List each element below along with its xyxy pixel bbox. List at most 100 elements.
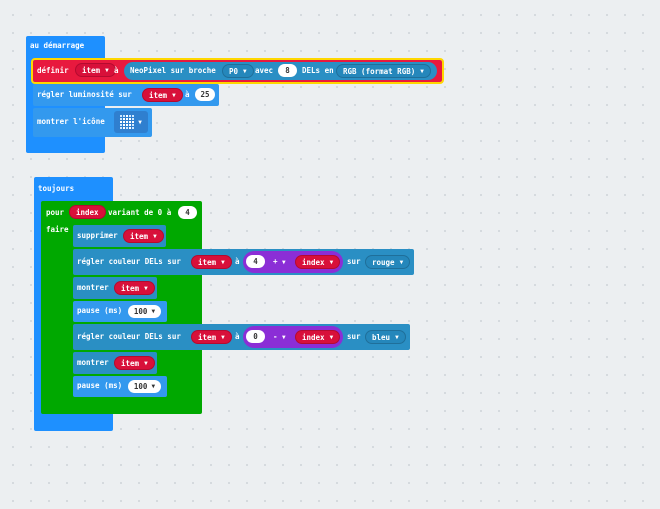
caret-down-icon: ▼ (144, 359, 148, 367)
brightness-value-input[interactable]: 25 (195, 88, 215, 101)
color-label-red: rouge (372, 257, 395, 267)
sub-left-value: 0 (253, 332, 258, 341)
sub-operator-dropdown[interactable]: - ▼ (273, 332, 286, 343)
caret-down-icon: ▼ (329, 333, 334, 341)
add-right-var-label: index (302, 257, 325, 267)
show-block-1[interactable]: montrer item ▼ (73, 277, 157, 299)
neopixel-create-block[interactable]: NeoPixel sur broche P0 ▼ avec 8 DELs en … (124, 62, 437, 80)
math-subtract-block[interactable]: 0 - ▼ index ▼ (243, 326, 343, 348)
caret-down-icon: ▼ (105, 66, 109, 74)
caret-down-icon: ▼ (243, 67, 247, 75)
leds-in-label: DELs en (302, 66, 334, 75)
caret-down-icon: ▼ (399, 258, 404, 266)
pause-block-1[interactable]: pause (ms) 100 ▼ (73, 301, 167, 322)
show-icon-block[interactable]: montrer l'icône ▼ (33, 108, 152, 137)
show-var-dropdown-1[interactable]: item ▼ (114, 281, 155, 295)
caret-down-icon: ▼ (172, 91, 176, 99)
show-var-label-1: item (121, 283, 140, 293)
show-label-2: montrer (77, 358, 109, 367)
for-var-dropdown[interactable]: index (69, 205, 106, 219)
set-color-var-label-2: item (198, 332, 217, 342)
icon-picker-dropdown[interactable]: ▼ (114, 111, 148, 133)
add-right-var-dropdown[interactable]: index ▼ (295, 255, 341, 269)
pause-label-2: pause (ms) (77, 381, 123, 390)
color-dropdown-blue[interactable]: bleu ▼ (365, 330, 406, 344)
neopixel-create-label: NeoPixel sur broche (130, 66, 216, 75)
define-var-label: item (82, 65, 101, 75)
sub-right-var-label: index (302, 332, 325, 342)
brightness-var-dropdown[interactable]: item ▼ (142, 88, 183, 102)
pause-block-2[interactable]: pause (ms) 100 ▼ (73, 376, 167, 397)
math-add-block[interactable]: 4 + ▼ index ▼ (243, 251, 343, 273)
led-count-input[interactable]: 8 (278, 64, 297, 77)
for-limit-input[interactable]: 4 (178, 206, 197, 219)
do-label: faire (46, 225, 69, 234)
clear-label: supprimer (77, 231, 118, 240)
set-color-label-2: régler couleur DELs sur (77, 332, 181, 341)
with-label: avec (255, 66, 274, 75)
for-var-label: index (76, 207, 99, 217)
caret-down-icon: ▼ (221, 333, 225, 341)
set-color-var-dropdown-1[interactable]: item ▼ (191, 255, 232, 269)
add-left-input[interactable]: 4 (246, 255, 265, 268)
define-neopixel-block[interactable]: définir item ▼ à NeoPixel sur broche P0 … (31, 58, 444, 84)
clear-block[interactable]: supprimer item ▼ (73, 225, 166, 247)
set-color-on-label-2: sur (347, 332, 361, 341)
caret-down-icon: ▼ (329, 258, 334, 266)
add-operator-label: + (273, 257, 278, 266)
for-range-label: variant de 0 à (108, 208, 172, 217)
set-pixel-color-block-1[interactable]: régler couleur DELs sur item ▼ à 4 + ▼ i… (73, 249, 414, 275)
add-operator-dropdown[interactable]: + ▼ (273, 257, 286, 268)
pause-value-1: 100 (133, 307, 148, 316)
caret-down-icon: ▼ (151, 308, 156, 315)
color-dropdown-red[interactable]: rouge ▼ (365, 255, 411, 269)
color-label-blue: bleu (372, 332, 391, 342)
brightness-value: 25 (200, 90, 210, 99)
pause-value-dropdown-1[interactable]: 100 ▼ (128, 305, 161, 318)
clear-var-dropdown[interactable]: item ▼ (123, 229, 164, 243)
set-color-at-label-1: à (235, 257, 240, 266)
caret-down-icon: ▼ (153, 232, 157, 240)
caret-down-icon: ▼ (138, 118, 142, 126)
caret-down-icon: ▼ (282, 259, 286, 266)
set-color-on-label-1: sur (347, 257, 361, 266)
for-label: pour (46, 208, 65, 217)
set-color-var-dropdown-2[interactable]: item ▼ (191, 330, 232, 344)
define-to-label: à (114, 66, 119, 75)
show-label-1: montrer (77, 283, 109, 292)
on-start-label: au démarrage (30, 41, 85, 50)
set-color-at-label-2: à (235, 332, 240, 341)
pin-label: P0 (229, 66, 239, 76)
pause-value-2: 100 (133, 382, 148, 391)
show-var-dropdown-2[interactable]: item ▼ (114, 356, 155, 370)
forever-label: toujours (38, 184, 75, 193)
pin-dropdown[interactable]: P0 ▼ (222, 64, 254, 78)
show-icon-label: montrer l'icône (37, 117, 105, 126)
for-limit-value: 4 (185, 208, 190, 217)
sub-left-input[interactable]: 0 (246, 330, 265, 343)
show-block-2[interactable]: montrer item ▼ (73, 352, 157, 374)
brightness-label: régler luminosité sur (37, 90, 132, 99)
set-color-label-1: régler couleur DELs sur (77, 257, 181, 266)
set-pixel-color-block-2[interactable]: régler couleur DELs sur item ▼ à 0 - ▼ i… (73, 324, 410, 350)
caret-down-icon: ▼ (144, 284, 148, 292)
mode-dropdown[interactable]: RGB (format RGB) ▼ (336, 64, 431, 78)
sub-operator-label: - (273, 332, 278, 341)
show-var-label-2: item (121, 358, 140, 368)
brightness-var-label: item (149, 90, 168, 100)
define-var-dropdown[interactable]: item ▼ (75, 63, 116, 77)
clear-var-label: item (130, 231, 149, 241)
set-color-var-label-1: item (198, 257, 217, 267)
add-left-value: 4 (253, 257, 258, 266)
caret-down-icon: ▼ (221, 258, 225, 266)
led-count-value: 8 (285, 66, 290, 75)
pause-value-dropdown-2[interactable]: 100 ▼ (128, 380, 161, 393)
set-brightness-block[interactable]: régler luminosité sur item ▼ à 25 (33, 84, 219, 106)
sub-right-var-dropdown[interactable]: index ▼ (295, 330, 341, 344)
led-grid-icon (120, 115, 135, 129)
caret-down-icon: ▼ (420, 67, 424, 75)
define-label: définir (37, 66, 69, 75)
caret-down-icon: ▼ (151, 383, 156, 390)
mode-label: RGB (format RGB) (343, 66, 416, 76)
pause-label-1: pause (ms) (77, 306, 123, 315)
